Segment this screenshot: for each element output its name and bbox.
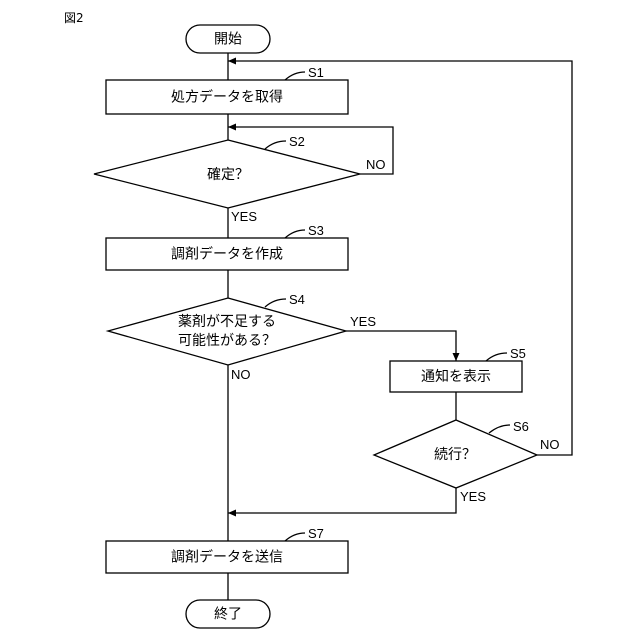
figure-label: 図2: [64, 11, 84, 25]
branch-label-s6-yes: YES: [460, 489, 486, 504]
leader-s3: [285, 230, 305, 238]
arrowhead-s6-no: [228, 58, 236, 65]
step-label-s4: S4: [289, 292, 305, 307]
decision-s4: [108, 298, 346, 365]
end-label: 終了: [214, 607, 242, 623]
step-label-s3: S3: [308, 223, 324, 238]
branch-label-s4-no: NO: [231, 367, 251, 382]
step-label-s5: S5: [510, 346, 526, 361]
decision-s4-label-line2: 可能性がある？: [178, 333, 276, 349]
connector-s4-yes-s5: [346, 331, 456, 361]
branch-label-s2-yes: YES: [231, 209, 257, 224]
connector-s6-yes-merge: [228, 488, 456, 513]
step-label-s7: S7: [308, 526, 324, 541]
leader-s7: [285, 533, 305, 541]
branch-label-s4-yes: YES: [350, 314, 376, 329]
leader-s4: [265, 299, 286, 307]
arrowhead-merge: [228, 510, 236, 517]
start-label: 開始: [214, 32, 242, 48]
step-label-s2: S2: [289, 134, 305, 149]
leader-s6: [489, 425, 510, 433]
branch-label-s2-no: NO: [366, 157, 386, 172]
decision-s6-label: 続行？: [434, 446, 476, 463]
step-label-s6: S6: [513, 419, 529, 434]
arrowhead-s5: [453, 353, 460, 361]
process-s7-label: 調剤データを送信: [171, 549, 283, 566]
arrowhead-s2-no: [228, 124, 236, 131]
process-s5-label: 通知を表示: [421, 368, 491, 385]
leader-s2: [265, 141, 286, 149]
process-s1-label: 処方データを取得: [171, 89, 283, 106]
leader-s5: [486, 353, 507, 361]
leader-s1: [285, 72, 305, 80]
decision-s2-label: 確定？: [207, 167, 249, 183]
step-label-s1: S1: [308, 65, 324, 80]
decision-s4-label-line1: 薬剤が不足する: [178, 314, 276, 330]
branch-label-s6-no: NO: [540, 437, 560, 452]
process-s3-label: 調剤データを作成: [171, 246, 283, 263]
